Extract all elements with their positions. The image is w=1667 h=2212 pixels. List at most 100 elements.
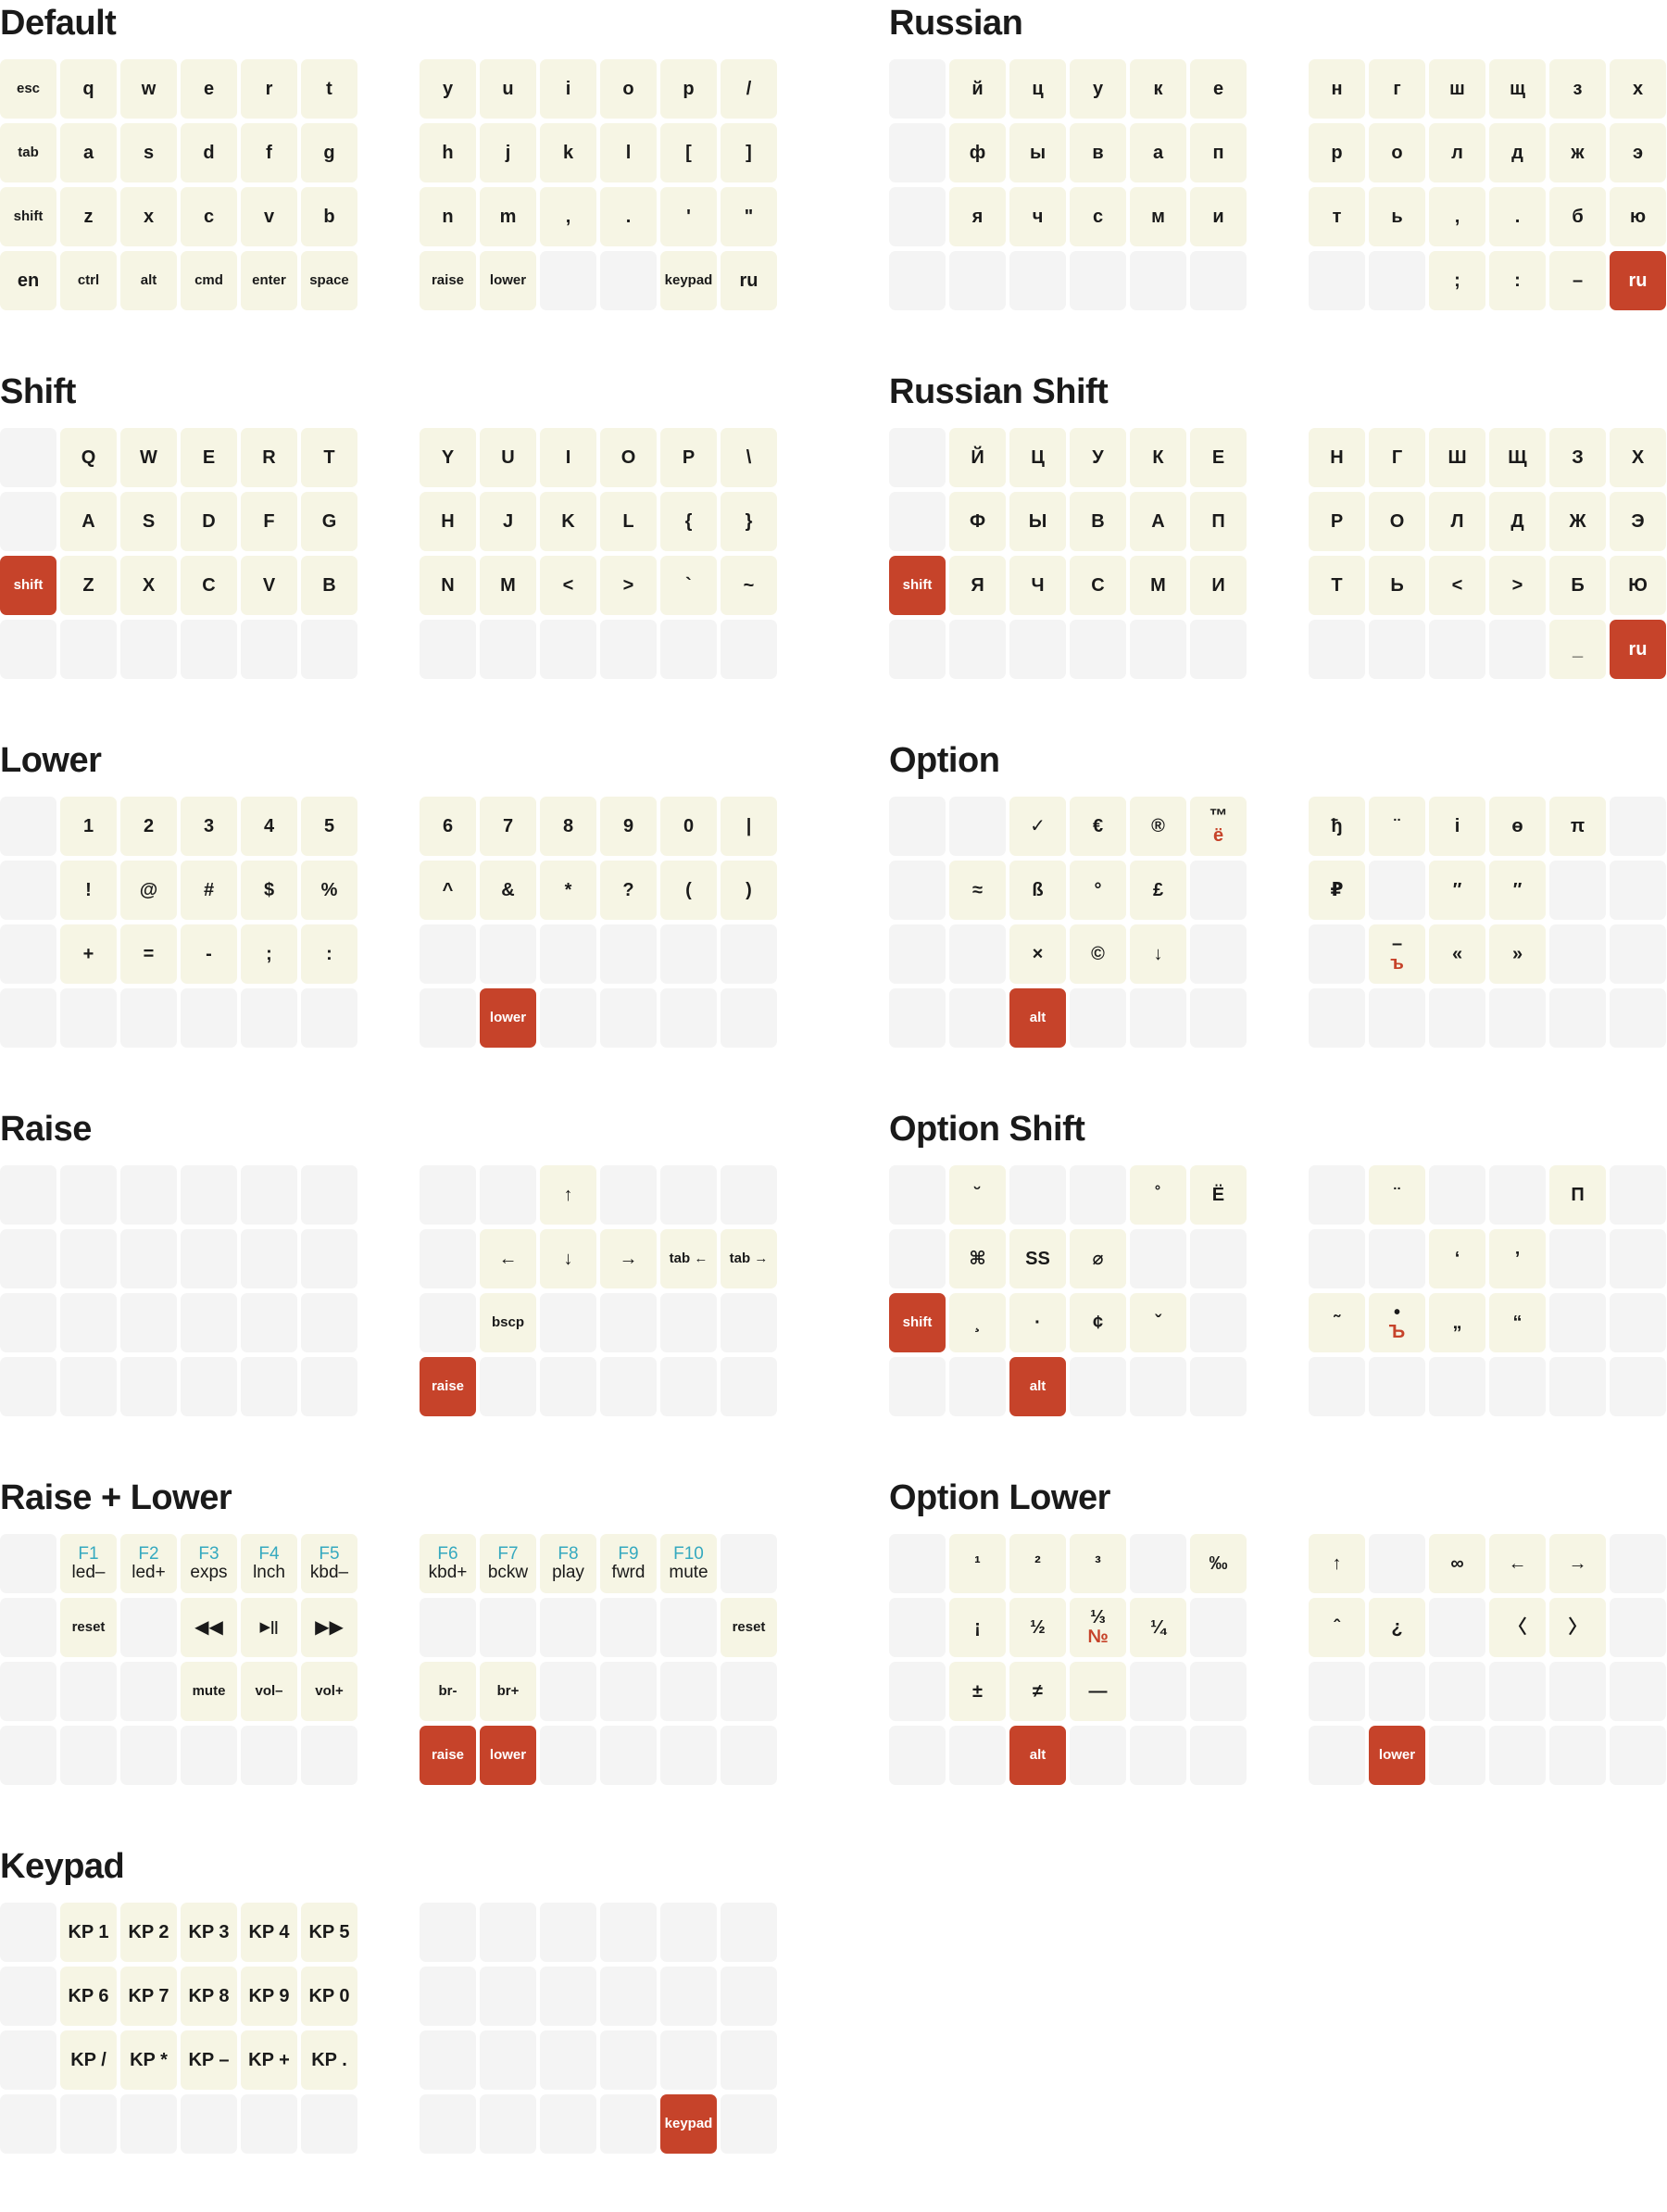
blank-key: [540, 1357, 596, 1416]
blank-key: [1369, 620, 1425, 679]
key: i: [540, 59, 596, 119]
key: ctrl: [60, 251, 117, 310]
right-half: ¨П‘’˜•Ъ„“: [1309, 1165, 1667, 1465]
blank-key: [600, 1726, 657, 1785]
blank-key: [60, 1293, 117, 1352]
key: KP 3: [181, 1903, 237, 1962]
key: У: [1070, 428, 1126, 487]
key: 9: [600, 797, 657, 856]
blank-key: [1610, 1726, 1666, 1785]
key: ы: [1009, 123, 1066, 182]
blank-key: [301, 620, 357, 679]
key: б: [1549, 187, 1606, 246]
blank-key: [660, 988, 717, 1048]
blank-key: [181, 988, 237, 1048]
key: ¨: [1369, 1165, 1425, 1225]
layer-title: Lower: [0, 741, 102, 780]
blank-key: [301, 2094, 357, 2154]
blank-key: [1070, 988, 1126, 1048]
key: я: [949, 187, 1006, 246]
blank-key: [1489, 1662, 1546, 1721]
key: alt: [120, 251, 177, 310]
blank-key: [420, 2030, 476, 2090]
key: H: [420, 492, 476, 551]
key: v: [241, 187, 297, 246]
key: *: [540, 861, 596, 920]
blank-key: [480, 1165, 536, 1225]
blank-key: [949, 988, 1006, 1048]
key: `: [660, 556, 717, 615]
key: ђ: [1309, 797, 1365, 856]
blank-key: [1489, 620, 1546, 679]
key: Н: [1309, 428, 1365, 487]
blank-key: [0, 861, 56, 920]
active-key: shift: [889, 1293, 946, 1352]
key: ₽: [1309, 861, 1365, 920]
key: k: [540, 123, 596, 182]
blank-key: [1549, 988, 1606, 1048]
blank-key: [181, 620, 237, 679]
key: C: [181, 556, 237, 615]
key: М: [1130, 556, 1186, 615]
blank-key: [0, 1903, 56, 1962]
key: 7: [480, 797, 536, 856]
key: ru: [721, 251, 777, 310]
active-key: ru: [1610, 251, 1666, 310]
blank-key: [1070, 1726, 1126, 1785]
blank-key: [889, 924, 946, 984]
key: 〈: [1489, 1598, 1546, 1657]
blank-key: [889, 251, 946, 310]
key: ∞: [1429, 1534, 1485, 1593]
key: >: [1489, 556, 1546, 615]
key: П: [1190, 492, 1247, 551]
blank-key: [721, 1726, 777, 1785]
key: =: [120, 924, 177, 984]
blank-key: [889, 1357, 946, 1416]
blank-key: [1489, 1726, 1546, 1785]
key: »: [1489, 924, 1546, 984]
key: з: [1549, 59, 1606, 119]
blank-key: [1190, 1598, 1247, 1657]
key: ±: [949, 1662, 1006, 1721]
blank-key: [600, 1165, 657, 1225]
key: ): [721, 861, 777, 920]
key: KP 5: [301, 1903, 357, 1962]
blank-key: [889, 1534, 946, 1593]
blank-key: [721, 1165, 777, 1225]
blank-key: [0, 492, 56, 551]
layer-title: Russian: [889, 4, 1023, 43]
key: «: [1429, 924, 1485, 984]
key: Э: [1610, 492, 1666, 551]
key: s: [120, 123, 177, 182]
blank-key: [1009, 1165, 1066, 1225]
key: ш: [1429, 59, 1485, 119]
blank-key: [60, 1165, 117, 1225]
key: ө: [1489, 797, 1546, 856]
blank-key: [600, 1598, 657, 1657]
blank-key: [301, 988, 357, 1048]
blank-key: [889, 59, 946, 119]
key: m: [480, 187, 536, 246]
key: en: [0, 251, 56, 310]
blank-key: [889, 1662, 946, 1721]
key: E: [181, 428, 237, 487]
active-key: lower: [480, 988, 536, 1048]
layer-title: Raise + Lower: [0, 1478, 232, 1517]
key: KP 2: [120, 1903, 177, 1962]
blank-key: [60, 1726, 117, 1785]
blank-key: [1549, 924, 1606, 984]
key: mute: [181, 1662, 237, 1721]
blank-key: [949, 1357, 1006, 1416]
key: ←: [1489, 1534, 1546, 1593]
key: ↑: [540, 1165, 596, 1225]
key: Г: [1369, 428, 1425, 487]
key: X: [120, 556, 177, 615]
